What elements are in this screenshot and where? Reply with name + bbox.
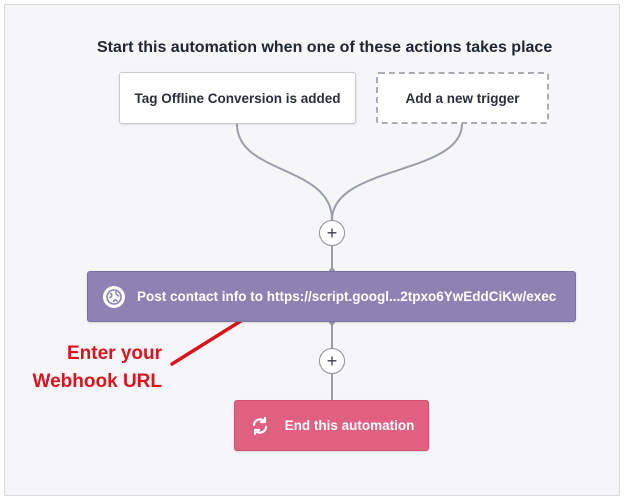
add-step-button[interactable]: + [319,220,345,246]
webhook-action-label: Post contact info to https://script.goog… [137,289,557,304]
annotation-line-1: Enter your [66,343,162,364]
webhook-annotation: Enter your Webhook URL [12,340,162,396]
add-step-button[interactable]: + [319,348,345,374]
webhook-action-block[interactable]: Post contact info to https://script.goog… [87,271,576,322]
globe-icon [103,285,125,308]
end-automation-block[interactable]: End this automation [234,400,429,451]
page-title: Start this automation when one of these … [97,39,553,56]
end-automation-label: End this automation [284,418,415,433]
annotation-line-2: Webhook URL [32,371,162,392]
trigger-tag-offline-conversion[interactable]: Tag Offline Conversion is added [119,72,356,124]
add-trigger-label: Add a new trigger [405,90,520,106]
trigger-label: Tag Offline Conversion is added [134,90,341,106]
refresh-icon [249,415,271,437]
add-trigger-button[interactable]: Add a new trigger [376,72,549,124]
